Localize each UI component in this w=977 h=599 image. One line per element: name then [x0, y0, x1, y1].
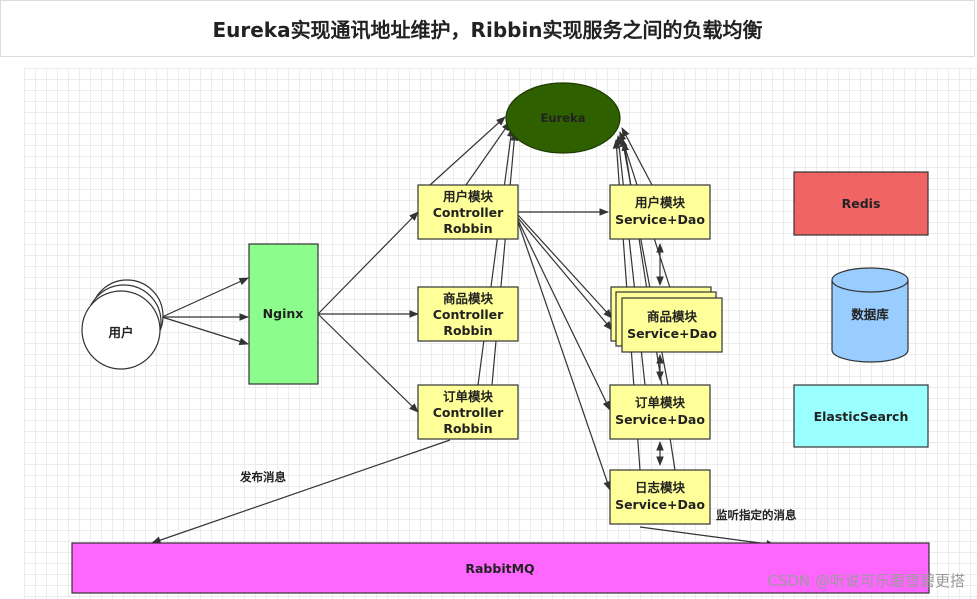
goods-controller-line2: Controller [433, 307, 504, 322]
order-service-node: 订单模块 Service+Dao [609, 384, 711, 440]
listen-annotation: 监听指定的消息 [716, 508, 797, 522]
elasticsearch-label: ElasticSearch [814, 409, 909, 424]
log-service-line1: 日志模块 [635, 480, 686, 495]
publish-annotation: 发布消息 [239, 470, 286, 484]
goods-controller-line3: Robbin [443, 323, 492, 338]
order-service-line2: Service+Dao [615, 412, 705, 427]
watermark: CSDN @听说可乐跟雪碧更搭 [767, 572, 965, 590]
log-service-line2: Service+Dao [615, 497, 705, 512]
redis-label: Redis [842, 196, 881, 211]
user-controller-line3: Robbin [443, 221, 492, 236]
user-node: 用户 [81, 279, 164, 370]
page-header: Eureka实现通讯地址维护，Ribbin实现服务之间的负载均衡 [0, 0, 975, 57]
order-controller-line2: Controller [433, 405, 504, 420]
eureka-node: Eureka [505, 82, 621, 154]
goods-service-line1: 商品模块 [647, 309, 698, 324]
order-service-line1: 订单模块 [635, 395, 686, 410]
user-controller-line1: 用户模块 [442, 189, 494, 204]
user-service-line2: Service+Dao [615, 212, 705, 227]
database-label: 数据库 [850, 307, 889, 322]
goods-service-node: 商品模块 Service+Dao [610, 286, 723, 353]
elasticsearch-node: ElasticSearch [793, 384, 929, 448]
goods-controller-node: 商品模块 Controller Robbin [417, 286, 519, 342]
rabbitmq-label: RabbitMQ [465, 561, 534, 576]
page-title: Eureka实现通讯地址维护，Ribbin实现服务之间的负载均衡 [212, 18, 763, 42]
redis-node: Redis [793, 171, 929, 236]
order-controller-node: 订单模块 Controller Robbin [417, 384, 519, 440]
eureka-label: Eureka [541, 111, 586, 125]
user-controller-node: 用户模块 Controller Robbin [417, 184, 519, 240]
user-label: 用户 [107, 325, 133, 340]
user-service-line1: 用户模块 [634, 195, 686, 210]
order-controller-line1: 订单模块 [443, 389, 494, 404]
database-node: 数据库 [831, 267, 909, 363]
nginx-label: Nginx [263, 306, 304, 321]
user-service-node: 用户模块 Service+Dao [609, 184, 711, 240]
rabbitmq-node: RabbitMQ [71, 542, 930, 594]
goods-controller-line1: 商品模块 [443, 291, 494, 306]
nginx-node: Nginx [248, 243, 319, 385]
goods-service-line2: Service+Dao [627, 326, 717, 341]
user-controller-line2: Controller [433, 205, 504, 220]
order-controller-line3: Robbin [443, 421, 492, 436]
log-service-node: 日志模块 Service+Dao [609, 469, 711, 525]
